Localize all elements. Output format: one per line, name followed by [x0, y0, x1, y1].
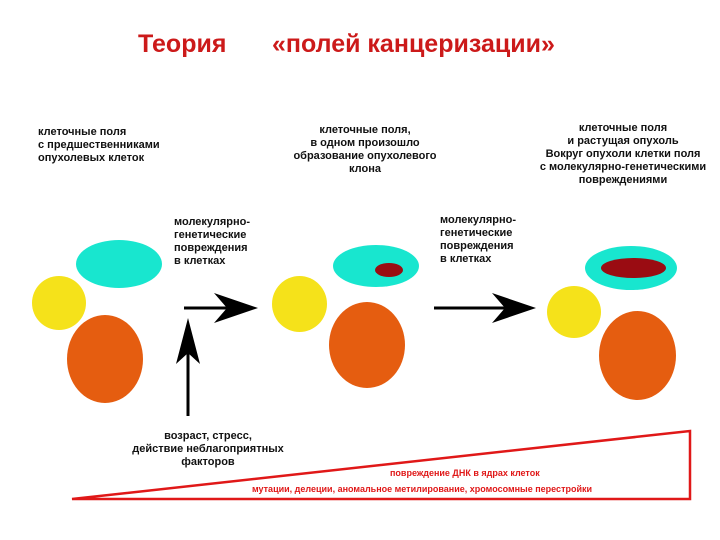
arrow-1-label: молекулярно- генетические повреждения в …	[174, 216, 251, 267]
arrow-up	[176, 318, 200, 416]
stage-1-cell-field	[76, 240, 162, 288]
stage-3-yellow-cell	[547, 286, 601, 338]
damage-wedge	[71, 429, 692, 501]
stage-1-yellow-cell	[32, 276, 86, 330]
stage-1-orange-cell	[67, 315, 143, 403]
stage-3-orange-cell	[599, 311, 676, 400]
wedge-line-1: повреждение ДНК в ядрах клеток	[390, 468, 540, 478]
stage-3-growing-tumor	[601, 258, 666, 278]
diagram-panel: клеточные поля с предшественниками опухо…	[0, 112, 720, 512]
arrow-2-label: молекулярно- генетические повреждения в …	[440, 214, 517, 265]
stage-3-label: клеточные поля и растущая опухоль Вокруг…	[539, 122, 707, 186]
stage-2-tumor-clone	[375, 263, 403, 277]
stage-2-orange-cell	[329, 302, 405, 388]
wedge-line-2: мутации, делеции, аномальное метилирован…	[252, 484, 593, 494]
title-part-1: Теория	[138, 30, 227, 58]
arrow-right-1	[184, 293, 258, 323]
stage-2-yellow-cell	[272, 276, 327, 332]
title-part-2: «полей канцеризации»	[272, 30, 555, 58]
factors-label: возраст, стресс, действие неблагоприятны…	[132, 430, 284, 468]
stage-2-label: клеточные поля, в одном произошло образо…	[293, 124, 437, 175]
arrow-right-2	[434, 293, 536, 323]
diagram-lines	[71, 293, 692, 501]
stage-1-label: клеточные поля с предшественниками опухо…	[38, 126, 160, 164]
